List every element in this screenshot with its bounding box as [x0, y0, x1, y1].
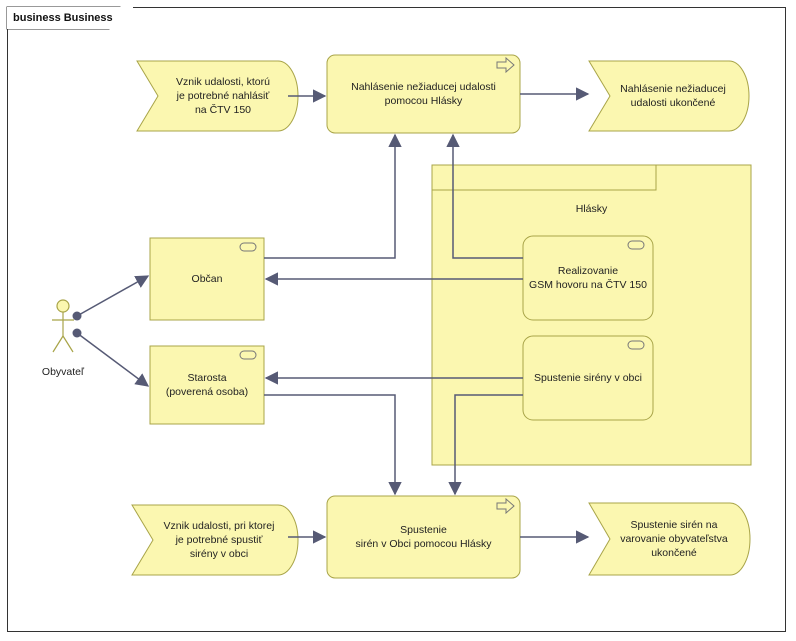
actor-label: Obyvateľ [41, 365, 85, 378]
actor-icon[interactable] [52, 299, 74, 353]
service-icon [627, 240, 645, 250]
role-icon [239, 350, 257, 360]
link-siren-p2[interactable] [448, 394, 523, 496]
start-event-2-label: Vznik udalosti, pri ktorej je potrebné s… [163, 519, 275, 561]
end-event-1-label: Nahlásenie nežiaducej udalosti ukončené [620, 82, 726, 109]
start-event-2-shape[interactable] [131, 504, 299, 576]
link-gsm-p1[interactable] [446, 133, 523, 259]
diagram-frame [7, 7, 786, 632]
process-1-shape[interactable] [326, 54, 521, 134]
frame-title: business Business [7, 7, 133, 29]
assoc-dot-2 [72, 328, 82, 338]
service-gsm-shape[interactable] [522, 235, 654, 321]
end-event-1-shape[interactable] [588, 60, 750, 132]
process-1-label: Nahlásenie nežiaducej udalosti pomocou H… [351, 80, 496, 107]
end-event-2-shape[interactable] [588, 502, 751, 576]
assoc-actor-obcan[interactable] [76, 275, 150, 317]
role-obcan-shape[interactable] [149, 237, 265, 321]
assoc-actor-starosta[interactable] [76, 332, 150, 387]
service-siren-label: Spustenie sirény v obci [534, 371, 642, 384]
role-starosta-shape[interactable] [149, 345, 265, 425]
link-obcan-p1[interactable] [264, 133, 402, 259]
process-arrow-icon [496, 56, 515, 74]
process-2-label: Spustenie sirén v Obci pomocou Hlásky [355, 523, 492, 550]
start-event-1-shape[interactable] [136, 60, 299, 132]
assoc-dot-1 [72, 311, 82, 321]
end-event-2-label: Spustenie sirén na varovanie obyvateľstv… [620, 518, 728, 560]
process-arrow-icon [496, 497, 515, 515]
role-icon [239, 242, 257, 252]
group-hlasky-label: Hlásky [575, 202, 608, 215]
service-gsm-label: Realizovanie GSM hovoru na ČTV 150 [529, 264, 647, 291]
link-starosta-p2[interactable] [264, 394, 402, 496]
role-obcan-label: Občan [191, 272, 223, 285]
start-event-1-label: Vznik udalosti, ktorú je potrebné nahlás… [176, 75, 270, 117]
service-icon [627, 340, 645, 350]
role-starosta-label: Starosta (poverená osoba) [165, 371, 249, 398]
